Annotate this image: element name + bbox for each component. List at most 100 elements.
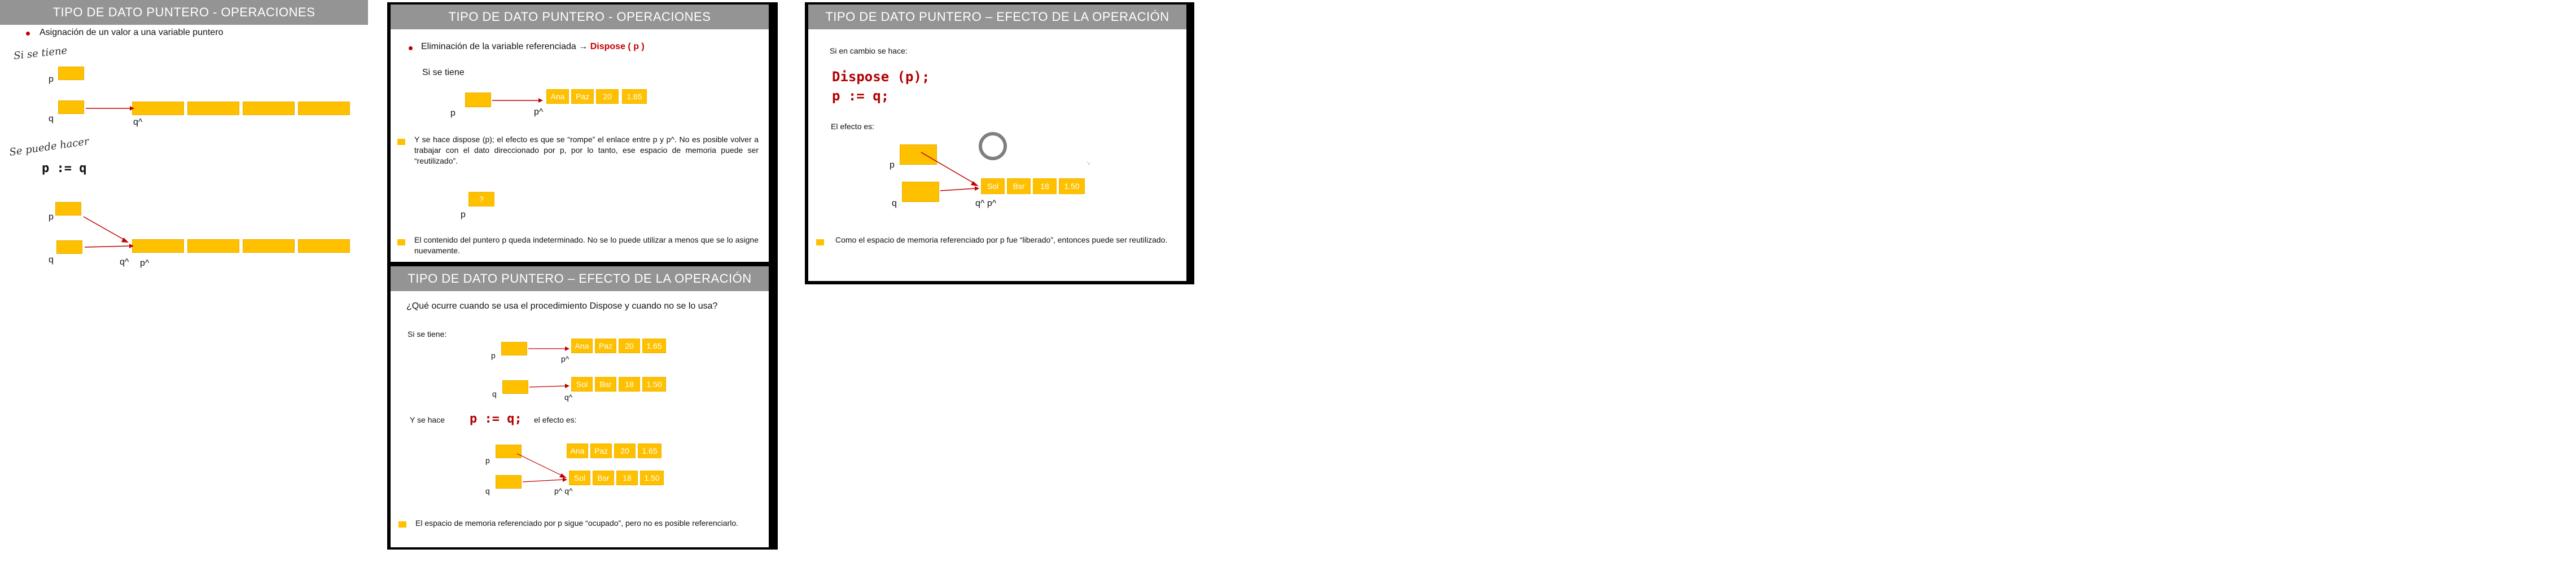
label-q: q: [485, 486, 490, 495]
slide-3-arrows: [921, 152, 979, 191]
label-q-hat-p-hat: q^ p^: [975, 199, 997, 208]
label-p: p: [450, 108, 455, 118]
bullet-square-icon: [397, 239, 405, 245]
record-field: [298, 239, 350, 253]
label-p: p: [461, 210, 466, 219]
pointer-box-p: [55, 202, 81, 216]
cell-height: 1.50: [1059, 178, 1085, 194]
pointer-box-p: [900, 144, 937, 165]
label-p-hat: p^: [140, 258, 150, 268]
label-p-hat: p^: [534, 107, 544, 117]
label-q: q: [49, 255, 54, 265]
label-p: p: [491, 351, 496, 360]
cell-name: Sol: [981, 178, 1005, 194]
record-field: [298, 102, 350, 115]
slide-3-paragraph: Como el espacio de memoria referenciado …: [835, 235, 1168, 244]
slide-4-title: TIPO DE DATO PUNTERO – EFECTO DE LA OPER…: [391, 266, 769, 310]
slide-2-bullet-text: Eliminación de la variable referenciada …: [421, 42, 645, 52]
bullet-icon: [26, 32, 30, 36]
cell-height: 1.65: [622, 89, 647, 104]
slide-4: TIPO DE DATO PUNTERO – EFECTO DE LA OPER…: [391, 266, 769, 547]
label-p-hat-q-hat: p^ q^: [554, 486, 573, 495]
slide-2: TIPO DE DATO PUNTERO - OPERACIONES Elimi…: [391, 5, 769, 262]
label-q: q: [892, 199, 897, 208]
slide-2-arrows: [492, 98, 543, 103]
bullet-square-icon: [398, 521, 406, 528]
pointer-box-q: [496, 475, 522, 489]
cell-age: 18: [619, 377, 640, 392]
el-efecto: El efecto es:: [831, 122, 875, 131]
cell-height: 1.50: [640, 471, 664, 485]
cell-age: 20: [619, 339, 640, 353]
slide-4-paragraph: El espacio de memoria referenciado por p…: [415, 519, 738, 528]
cell-lastname: Paz: [571, 89, 594, 104]
y-se-hace: Y se hace: [410, 415, 445, 424]
slide-1-title: TIPO DE DATO PUNTERO - OPERACIONES: [0, 0, 368, 25]
unknown-pointer-box: ?: [468, 192, 494, 207]
label-p-hat: p^: [561, 354, 569, 363]
pointer-box-q: [56, 240, 82, 254]
label-q-hat: q^: [120, 257, 129, 267]
arrow-glyph: →: [579, 42, 588, 51]
cell-name: Sol: [569, 471, 590, 485]
bullet-prefix: Eliminación de la variable referenciada: [421, 42, 576, 51]
slide-4-question: ¿Qué ocurre cuando se usa el procedimien…: [406, 301, 718, 311]
cell-age: 20: [596, 89, 619, 104]
dispose-code: Dispose (p);: [832, 69, 930, 85]
record-field: [187, 239, 239, 253]
cell-name: Sol: [571, 377, 593, 392]
cell-height: 1.65: [638, 443, 661, 458]
pointer-box-p: [496, 445, 522, 458]
record-field: [132, 239, 184, 253]
slide-1-arrows: [83, 106, 134, 248]
si-se-tiene: Si se tiene:: [408, 330, 447, 339]
cell-name: Ana: [571, 339, 593, 353]
assign-code: p := q;: [470, 412, 522, 426]
pointer-box-q: [502, 380, 528, 394]
cell-name: Ana: [567, 443, 588, 458]
si-se-tiene: Si se tiene: [422, 68, 465, 77]
bullet-icon: [409, 46, 413, 50]
cell-age: 20: [614, 443, 636, 458]
slide-1-bullet: Asignación de un valor a una variable pu…: [40, 28, 224, 37]
bullet-square-icon: [397, 139, 405, 145]
cursor-mark: ↘: [1086, 160, 1091, 166]
cell-lastname: Paz: [590, 443, 612, 458]
record-field: [187, 102, 239, 115]
slide-2-title: TIPO DE DATO PUNTERO - OPERACIONES: [391, 5, 769, 29]
assign-code: p := q;: [832, 88, 890, 104]
pointer-box-p: [58, 67, 84, 80]
slide-2-paragraph-1: Y se hace dispose (p); el efecto es que …: [414, 135, 759, 165]
label-p: p: [49, 212, 54, 222]
cell-lastname: Bsr: [1007, 178, 1031, 194]
pointer-box-q: [902, 182, 939, 202]
cell-lastname: Paz: [595, 339, 616, 353]
label-p: p: [485, 456, 490, 465]
label-q: q: [49, 114, 54, 124]
label-q: q: [492, 389, 497, 398]
cell-age: 18: [616, 471, 638, 485]
freed-memory-circle-icon: [979, 132, 1007, 160]
label-p: p: [49, 74, 54, 84]
bullet-square-icon: [816, 239, 824, 245]
si-en-cambio: Si en cambio se hace:: [830, 46, 908, 55]
label-p: p: [890, 160, 895, 170]
slide-3-title: TIPO DE DATO PUNTERO – EFECTO DE LA OPER…: [808, 5, 1186, 49]
pointer-box-q: [58, 100, 84, 114]
slide-3: TIPO DE DATO PUNTERO – EFECTO DE LA OPER…: [808, 5, 1186, 281]
cell-age: 18: [1033, 178, 1057, 194]
record-field: [243, 239, 295, 253]
el-efecto: el efecto es:: [534, 415, 577, 424]
cell-lastname: Bsr: [595, 377, 616, 392]
slide-1: TIPO DE DATO PUNTERO - OPERACIONES Asign…: [0, 0, 368, 285]
label-q-hat: q^: [133, 117, 143, 127]
cell-lastname: Bsr: [593, 471, 614, 485]
slide-2-paragraph-2: El contenido del puntero p queda indeter…: [414, 235, 759, 255]
label-q-hat: q^: [564, 393, 573, 402]
cell-height: 1.65: [642, 339, 666, 353]
dispose-code: Dispose ( p ): [590, 42, 645, 51]
slide-1-code: p := q: [42, 161, 87, 175]
pointer-box-p: [465, 93, 491, 107]
pointer-box-p: [501, 342, 527, 355]
record-field: [243, 102, 295, 115]
